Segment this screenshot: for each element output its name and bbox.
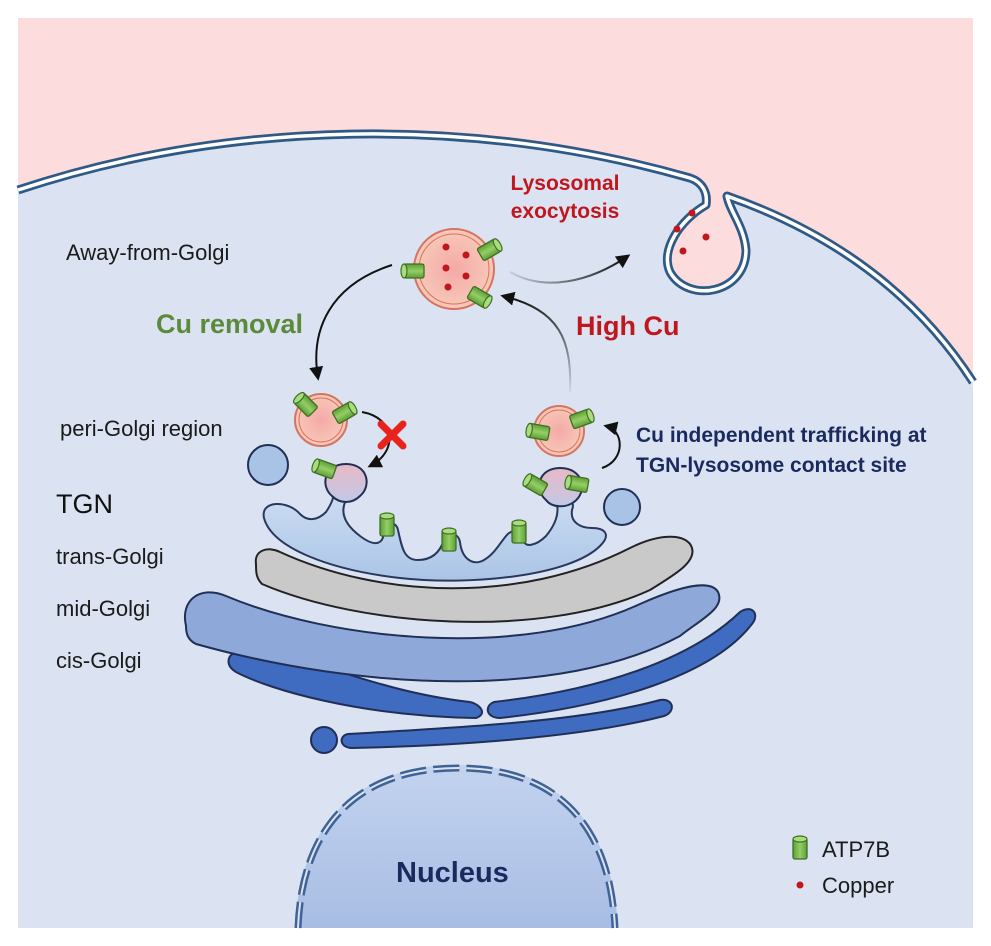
away-from-golgi-label: Away-from-Golgi: [66, 240, 230, 265]
exocytosis-copper-dot: [688, 209, 696, 217]
atp7b-icon: [511, 519, 527, 544]
cu-independent-line1: Cu independent trafficking at: [636, 424, 927, 447]
exocytosis-copper-dot: [673, 225, 681, 233]
atp7b-icon: [400, 263, 425, 279]
high-cu-label: High Cu: [576, 311, 680, 341]
cis-golgi-cisterna: [486, 608, 757, 720]
legend-atp7b-icon: [792, 835, 808, 860]
golgi-vesicle: [310, 726, 338, 754]
peri-golgi-lysosome-left: [291, 390, 360, 447]
cu-removal-label: Cu removal: [156, 309, 304, 339]
copper-dot-icon: [442, 243, 450, 251]
lysosomal-exocytosis-label: Lysosomal exocytosis: [497, 172, 633, 224]
cu-removal-arrow: [309, 264, 393, 381]
high-cu-arrow: [500, 291, 572, 393]
lysosomal-exocytosis-line2: exocytosis: [510, 200, 620, 224]
peri-golgi-region-label: peri-Golgi region: [60, 416, 223, 441]
mid-golgi-cisterna: [183, 584, 721, 683]
nucleus: [294, 764, 619, 929]
trans-golgi-label: trans-Golgi: [56, 544, 164, 569]
exocytosis-copper-dot: [702, 233, 710, 241]
copper-dot-icon: [462, 272, 470, 280]
tgn-label: TGN: [56, 489, 113, 519]
nucleus-label: Nucleus: [396, 857, 509, 889]
atp7b-icon: [441, 527, 457, 552]
tgn-vesicle: [603, 488, 641, 526]
cis-golgi-label: cis-Golgi: [56, 648, 142, 673]
legend-atp7b-label: ATP7B: [822, 837, 891, 862]
lysosomal-exocytosis-line1: Lysosomal: [510, 172, 620, 195]
exocytosis-copper-dot: [679, 247, 687, 255]
copper-dot-icon: [444, 283, 452, 291]
cu-independent-trafficking-label: Cu independent trafficking at TGN-lysoso…: [636, 424, 927, 478]
trans-golgi-cisterna: [254, 535, 694, 623]
copper-dot-icon: [462, 251, 470, 259]
legend-copper-icon: [796, 881, 804, 889]
copper-dot-icon: [442, 264, 450, 272]
red-x-icon: [377, 420, 407, 450]
cytoplasm: [18, 133, 973, 928]
legend-copper-label: Copper: [822, 873, 895, 898]
atp7b-icon: [379, 512, 395, 537]
tgn-vesicle: [247, 444, 289, 486]
mid-golgi-label: mid-Golgi: [56, 596, 151, 621]
peri-golgi-lysosome-right: [524, 405, 597, 457]
cis-golgi-cisterna: [340, 698, 673, 750]
copper-loaded-lysosome: [400, 228, 505, 311]
cu-independent-line2: TGN-lysosome contact site: [636, 454, 907, 478]
contact-site-arrow: [601, 421, 621, 469]
exocytosis-arrow: [509, 254, 631, 284]
